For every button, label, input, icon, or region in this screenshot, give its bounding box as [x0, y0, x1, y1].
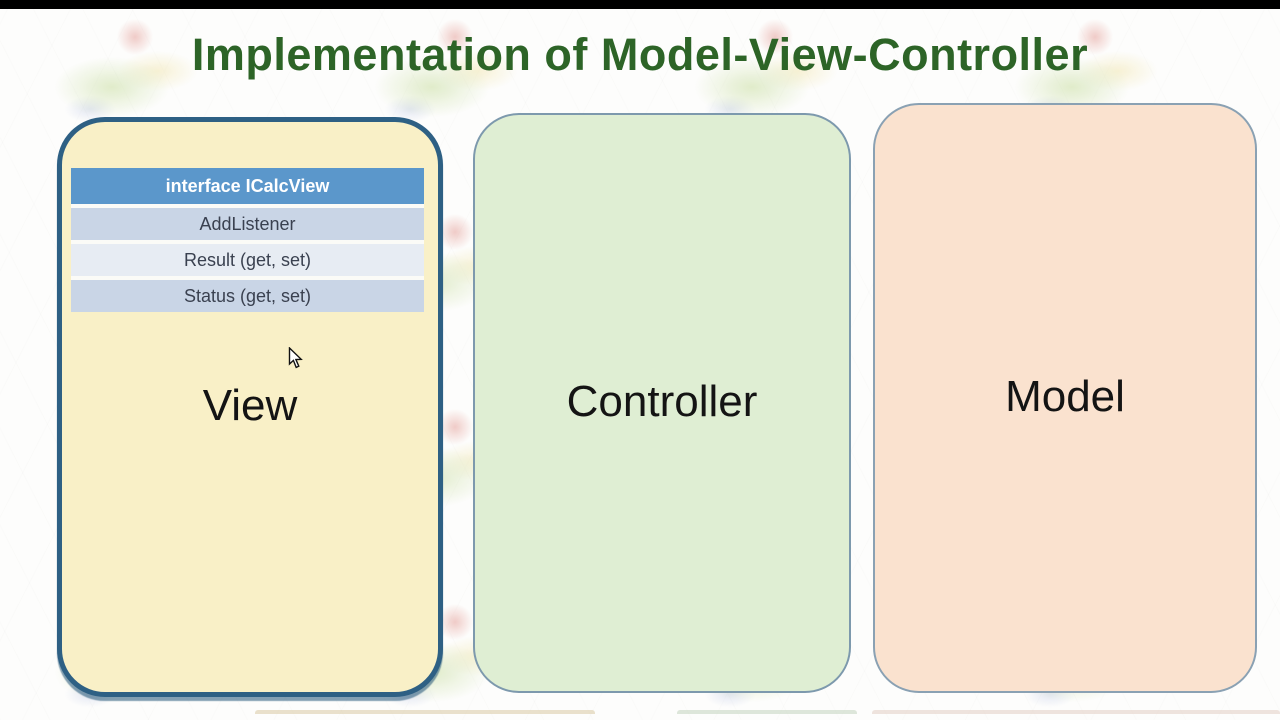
icalcview-interface-table: interface ICalcView AddListener Result (… [71, 168, 424, 312]
mouse-cursor-icon [288, 347, 303, 369]
slide-title: Implementation of Model-View-Controller [191, 29, 1089, 80]
controller-panel-label: Controller [566, 377, 758, 426]
interface-table-header: interface ICalcView [71, 168, 424, 204]
bottom-edge-artifact-controller [677, 710, 857, 714]
top-black-bar [0, 0, 1280, 9]
bottom-edge-artifact-model [872, 710, 1280, 714]
interface-table-row: AddListener [71, 208, 424, 240]
bottom-edge-artifact-view [255, 710, 595, 714]
controller-panel: Controller [473, 113, 851, 693]
view-panel-label: View [202, 381, 298, 430]
interface-table-row: Result (get, set) [71, 244, 424, 276]
model-panel: Model [873, 103, 1257, 693]
view-panel: interface ICalcView AddListener Result (… [57, 117, 443, 697]
interface-table-row: Status (get, set) [71, 280, 424, 312]
model-panel-label: Model [1005, 372, 1125, 421]
